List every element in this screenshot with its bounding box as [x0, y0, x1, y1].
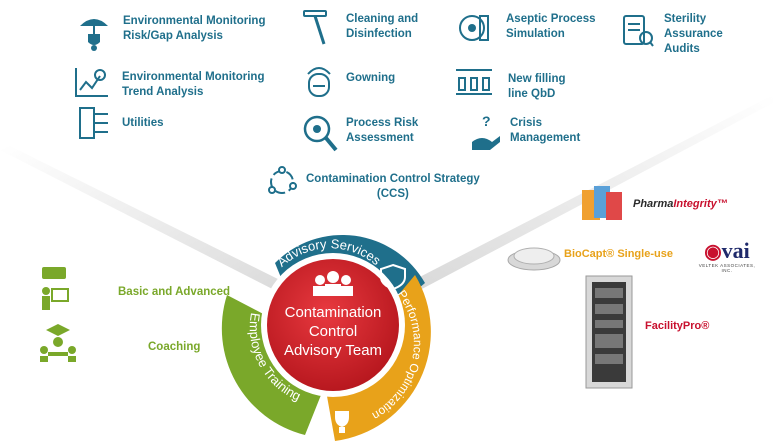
- product-biocapt: BioCapt® Single-use: [564, 248, 673, 260]
- service-em-trend: Environmental Monitoring Trend Analysis: [122, 70, 264, 100]
- aseptic-process-icon: [459, 15, 489, 41]
- service-filling: New filling line QbD: [508, 72, 566, 102]
- service-crisis-line2: Management: [510, 132, 581, 144]
- service-sterility: Sterility Assurance Audits: [664, 12, 723, 57]
- squeegee-icon: [303, 10, 327, 45]
- integrity-text: Integrity™: [673, 198, 728, 210]
- center-line2: Control: [309, 323, 357, 340]
- service-em-risk-line2: Risk/Gap Analysis: [123, 30, 223, 42]
- trend-analysis-icon: [75, 68, 108, 97]
- center-line1: Contamination: [285, 304, 382, 321]
- service-aseptic-line1: Aseptic Process: [506, 13, 596, 25]
- vai-logo: ◉vai VELTEK ASSOCIATES, INC.: [695, 238, 759, 274]
- service-cleaning: Cleaning and Disinfection: [346, 12, 418, 42]
- service-filling-line1: New filling: [508, 73, 566, 85]
- ccs-cycle-icon: [268, 166, 297, 194]
- crisis-management-icon: ?: [472, 113, 500, 150]
- process-risk-icon: [303, 115, 338, 152]
- utilities-icon: [79, 107, 108, 139]
- service-sterility-line3: Audits: [664, 43, 700, 55]
- service-crisis-line1: Crisis: [510, 117, 542, 129]
- service-process-risk-line2: Assessment: [346, 132, 414, 144]
- biocapt-plate-image: [507, 247, 561, 271]
- service-aseptic-line2: Simulation: [506, 28, 565, 40]
- service-ccs-line1: Contamination Control Strategy: [306, 173, 480, 185]
- facilitypro-cabinet-image: [585, 275, 633, 389]
- training-basic-advanced: Basic and Advanced: [118, 286, 231, 298]
- service-utilities: Utilities: [122, 116, 164, 131]
- service-em-risk-line1: Environmental Monitoring: [123, 15, 266, 27]
- vai-logo-text: vai: [721, 238, 750, 263]
- vai-globe-icon: ◉: [704, 241, 722, 263]
- center-line3: Advisory Team: [284, 342, 382, 359]
- service-gowning-line1: Gowning: [346, 72, 396, 84]
- service-crisis: Crisis Management: [510, 116, 580, 146]
- service-sterility-line1: Sterility: [664, 13, 707, 25]
- service-sterility-line2: Assurance: [664, 28, 723, 40]
- vai-subtext: VELTEK ASSOCIATES, INC.: [698, 263, 756, 273]
- service-cleaning-line2: Disinfection: [346, 28, 412, 40]
- team-icon: [313, 271, 353, 296]
- classroom-icon: [42, 267, 69, 310]
- service-process-risk-line1: Process Risk: [346, 117, 419, 129]
- service-gowning: Gowning: [346, 71, 395, 86]
- coaching-icon: [40, 324, 76, 362]
- umbrella-shield-icon: [80, 19, 108, 51]
- filling-line-icon: [456, 69, 492, 95]
- service-cleaning-line1: Cleaning and: [346, 13, 419, 25]
- pharma-text: Pharma: [633, 198, 674, 210]
- shield-icon: [380, 263, 406, 291]
- center-circle: [267, 259, 399, 391]
- audit-checklist-icon: [623, 15, 654, 47]
- trophy-icon: [335, 411, 349, 433]
- service-em-trend-line1: Environmental Monitoring: [122, 71, 265, 83]
- service-em-risk-gap: Environmental Monitoring Risk/Gap Analys…: [123, 14, 265, 44]
- product-pharma-integrity: PharmaIntegrity™: [633, 198, 728, 210]
- left-wedge-line: [0, 146, 300, 298]
- svg-text:?: ?: [482, 113, 491, 129]
- service-utilities-line1: Utilities: [122, 117, 164, 129]
- service-ccs-line2: (CCS): [376, 188, 409, 200]
- service-aseptic: Aseptic Process Simulation: [506, 12, 596, 42]
- training-coaching: Coaching: [148, 341, 201, 353]
- gowning-icon: [307, 67, 331, 97]
- advisory-wheel: Advisory Services Employee Training Perf…: [221, 234, 431, 441]
- service-ccs: Contamination Control Strategy (CCS): [306, 172, 480, 202]
- service-em-trend-line2: Trend Analysis: [122, 86, 204, 98]
- service-filling-line2: line QbD: [508, 88, 556, 100]
- service-process-risk: Process Risk Assessment: [346, 116, 418, 146]
- product-facilitypro: FacilityPro®: [645, 320, 710, 332]
- pharma-integrity-pack-image: [582, 186, 622, 220]
